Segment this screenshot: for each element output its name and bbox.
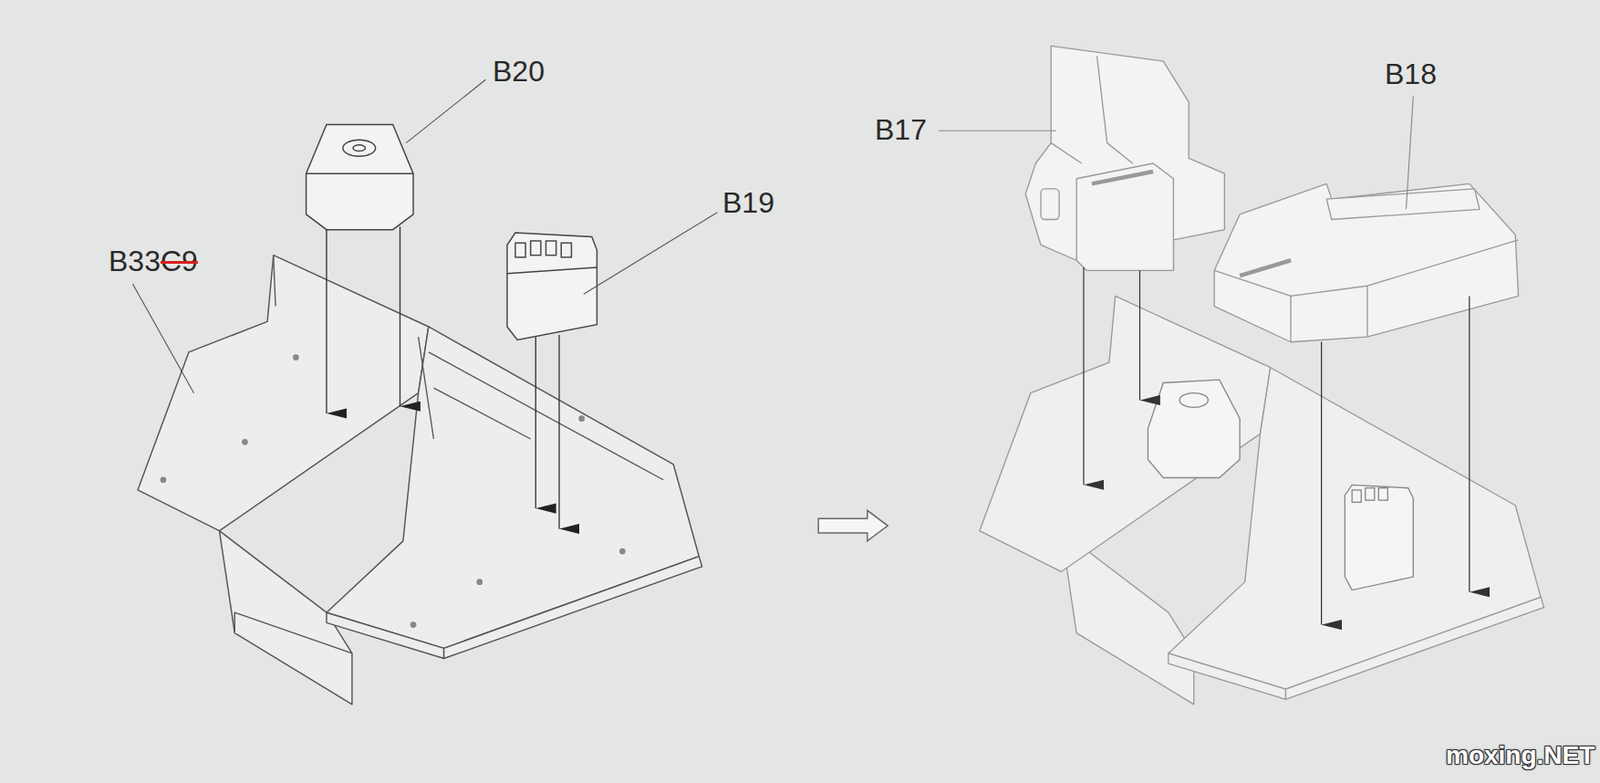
part-number: B18: [1384, 59, 1437, 89]
watermark: moxing.NET: [1445, 742, 1595, 769]
part-number: B20: [492, 56, 545, 86]
part-number: B33: [108, 246, 161, 276]
part-number: B19: [722, 187, 775, 218]
struck-part-number: C9: [160, 246, 198, 276]
part-number: B17: [874, 114, 927, 145]
